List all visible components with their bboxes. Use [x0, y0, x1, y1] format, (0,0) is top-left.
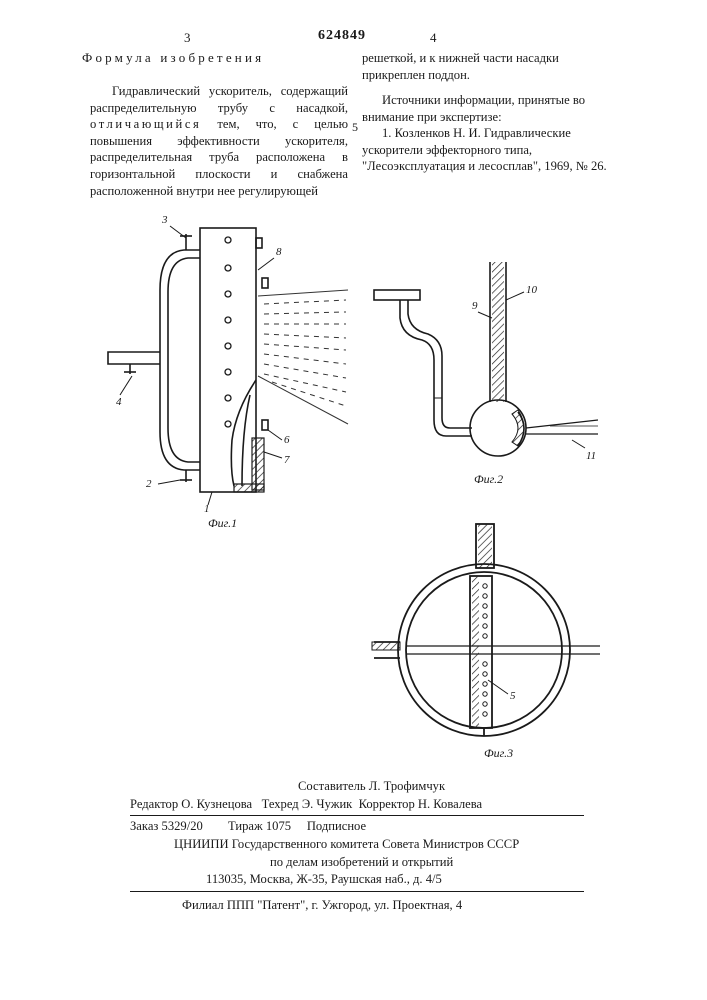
- imprint-techred: Техред Э. Чужик: [262, 797, 353, 811]
- imprint-compiler: Составитель Л. Трофимчук: [130, 778, 590, 796]
- fig1-water-jet: [258, 290, 348, 424]
- fig1-label-8: 8: [276, 246, 282, 258]
- imprint-publication: Заказ 5329/20 Тираж 1075 Подписное ЦНИИП…: [130, 818, 590, 889]
- imprint: Составитель Л. Трофимчук Редактор О. Куз…: [130, 778, 590, 814]
- fig2-tube-hatch: [492, 262, 504, 402]
- imprint-order: Заказ 5329/20: [130, 819, 203, 833]
- imprint-address: 113035, Москва, Ж-35, Раушская наб., д. …: [130, 871, 590, 889]
- fig3-neck-hatch: [478, 524, 492, 568]
- fig2-pipe-inner: [408, 300, 472, 428]
- fig2-label-10: 10: [526, 284, 537, 296]
- fig3-holes: [483, 584, 487, 716]
- fig1-inlet: [108, 352, 160, 364]
- fig3-label-5: 5: [510, 690, 516, 702]
- fig1-label-7: 7: [284, 454, 290, 466]
- fig3-caption: Фиг.3: [484, 746, 513, 761]
- fig1-bracket: [262, 278, 268, 288]
- fig2-label-11: 11: [586, 450, 596, 462]
- fig2-caption: Фиг.2: [474, 472, 503, 487]
- imprint-branch: Филиал ППП "Патент", г. Ужгород, ул. Про…: [182, 897, 462, 915]
- fig1-tray-bottom: [234, 484, 264, 492]
- imprint-editor: Редактор О. Кузнецова: [130, 797, 252, 811]
- imprint-staff-row: Редактор О. Кузнецова Техред Э. Чужик Ко…: [130, 796, 590, 814]
- fig1-bracket: [262, 420, 268, 430]
- fig1-body: [200, 228, 256, 492]
- fig2-label-9: 9: [472, 300, 478, 312]
- imprint-org-1: ЦНИИПИ Государственного комитета Совета …: [130, 836, 590, 854]
- fig1-tray-hatch: [252, 438, 264, 490]
- fig3-sphere-inner: [406, 572, 562, 728]
- fig1-label-1: 1: [204, 503, 210, 515]
- imprint-order-row: Заказ 5329/20 Тираж 1075 Подписное: [130, 818, 590, 836]
- fig3-column-hatch: [472, 576, 479, 728]
- fig1-pipe-outer: [160, 250, 200, 470]
- fig1-label-2: 2: [146, 478, 152, 490]
- fig1-caption: Фиг.1: [208, 516, 237, 531]
- fig2-top-flange: [374, 290, 420, 300]
- fig2-pipe-outer: [400, 300, 472, 436]
- imprint-rule-bottom: [130, 891, 584, 892]
- fig1-tray-curve-inner: [242, 395, 250, 486]
- fig3-inlet-hatch: [372, 642, 400, 650]
- imprint-rule-top: [130, 815, 584, 816]
- fig1-label-6: 6: [284, 434, 290, 446]
- imprint-org-2: по делам изобретений и открытий: [130, 854, 590, 872]
- fig1-pipe-inner: [168, 258, 200, 462]
- imprint-subscription: Подписное: [307, 819, 366, 833]
- fig3-sphere-outer: [398, 564, 570, 736]
- fig1-label-3: 3: [162, 214, 168, 226]
- imprint-corrector: Корректор Н. Ковалева: [359, 797, 482, 811]
- fig1-bracket: [256, 238, 262, 248]
- fig1-holes: [225, 237, 231, 427]
- fig1-label-4: 4: [116, 396, 122, 408]
- imprint-circulation: Тираж 1075: [228, 819, 291, 833]
